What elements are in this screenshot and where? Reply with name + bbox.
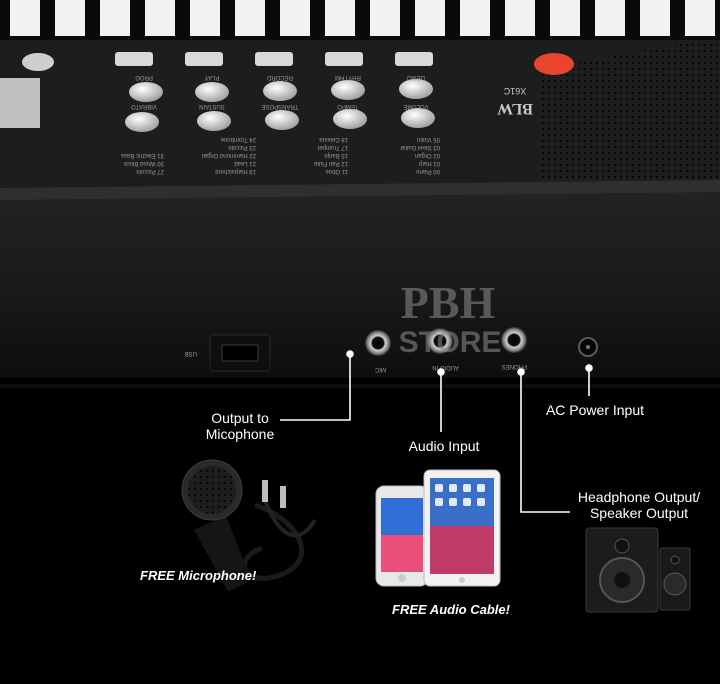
phones-jack: [501, 327, 527, 353]
panel-button-label: RHYTHM: [335, 74, 361, 80]
panel-button-label: DEMO: [407, 74, 425, 80]
voice-list-item: 24 Trombone: [220, 136, 256, 142]
panel-button-label: VIBRATO: [131, 103, 157, 109]
power-button[interactable]: [534, 53, 574, 75]
mic-jack-label: MIC: [374, 366, 386, 372]
voice-list-item: 30 Wood Block: [123, 160, 164, 166]
voice-list-item: 22 Hammond Organ: [202, 152, 256, 158]
panel-button-label: TEMPO: [337, 103, 359, 109]
mic-jack: [365, 330, 391, 356]
voice-list-item: 05 Violin: [417, 136, 440, 142]
brand-logo: BLW: [497, 100, 533, 117]
panel-button-label: RECORD: [266, 74, 293, 80]
voice-list-item: 01 Harp: [418, 160, 440, 166]
voice-list-item: 03 Steel Guitar: [400, 144, 440, 150]
panel-button-label: TRANSPOSE: [261, 103, 298, 109]
voice-list: 00 Piano 01 Harp 02 Organ 03 Steel Guitar 05…: [121, 136, 440, 174]
free-audio-cable-caption: FREE Audio Cable!: [392, 602, 510, 617]
voice-list-item: 23 Piccolo: [228, 144, 256, 150]
free-microphone-caption: FREE Microphone!: [140, 568, 257, 583]
panel-button-label: PLAY: [205, 74, 220, 80]
voice-list-item: 19 Harpsichord: [215, 168, 256, 174]
voice-list-item: 31 Electric Bass: [121, 152, 164, 158]
panel-buttons: [125, 79, 435, 132]
mic-callout-line2: Micophone: [205, 426, 275, 442]
panel-button-label: VOLUME: [403, 103, 428, 109]
model-name: X61C: [503, 86, 526, 96]
voice-list-item: 21 Lead: [234, 160, 256, 166]
audio-in-jack: [427, 328, 453, 354]
voice-list-item: 17 Trumpet: [317, 144, 348, 150]
voice-list-item: 02 Organ: [415, 152, 440, 158]
audio-input-callout: Audio Input: [408, 438, 480, 454]
svg-text:STORE: STORE: [399, 326, 502, 359]
microphone-icon: [181, 459, 317, 592]
voice-list-item: 12 Pan Flute: [313, 160, 348, 166]
phones-label: PHONES: [502, 363, 527, 369]
piano-keys: [0, 0, 720, 40]
voice-list-item: 27 Piccolo: [136, 168, 164, 174]
speaker-icon: [585, 527, 691, 613]
voice-list-item: 18 Celesta: [319, 136, 348, 142]
ac-power-callout: AC Power Input: [545, 402, 645, 418]
usb-label: USB: [185, 350, 197, 356]
tablet-icon: [423, 469, 501, 587]
speaker-grille: [540, 40, 720, 190]
audio-in-label: AUDIO IN: [432, 364, 459, 370]
phone-icon: [375, 485, 429, 587]
watermark: PBH STORE: [399, 277, 502, 359]
voice-list-item: 11 Oboe: [325, 168, 348, 174]
mic-callout-line1: Output to: [211, 410, 269, 426]
headphone-callout-line2: Speaker Output: [589, 505, 689, 521]
panel-button-label: SUSTAIN: [199, 103, 225, 109]
voice-list-item: 00 Piano: [416, 168, 440, 174]
voice-list-item: 15 Banjo: [324, 152, 348, 158]
headphone-callout: Headphone Output/ Speaker Output: [566, 489, 712, 521]
panel-button-label: PROG: [135, 74, 153, 80]
headphone-callout-line1: Headphone Output/: [577, 489, 701, 505]
mic-output-callout: Output to Micophone: [195, 410, 285, 442]
leader-lines: [280, 350, 593, 513]
svg-text:PBH: PBH: [401, 277, 496, 328]
